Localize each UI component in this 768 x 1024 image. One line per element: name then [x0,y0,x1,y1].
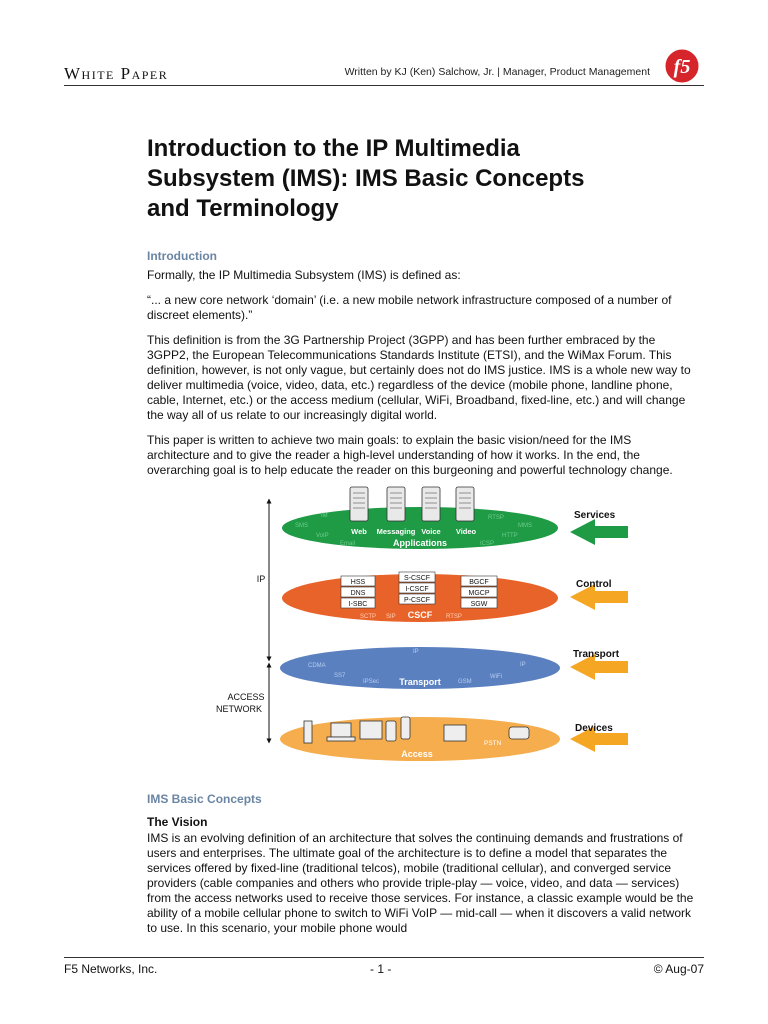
cell-tower-icon [303,720,313,744]
author-line: Written by KJ (Ken) Salchow, Jr. | Manag… [344,66,650,78]
logo-text: f5 [674,56,691,78]
protocol-cdma: CDMA [308,663,326,669]
protocol-sip: SIP [386,614,396,620]
desk-phone-icon [443,724,467,742]
header-rule [64,85,704,86]
services-arrow-icon [570,519,628,545]
box-i-sbc: I-SBC [349,601,368,608]
footer-date: © Aug-07 [653,962,704,976]
laptop-base-icon [326,736,356,742]
axis-label-ip: IP [257,574,266,584]
layer-label-applications: Applications [393,538,447,548]
server-video-icon [455,486,475,522]
title-line-2: Subsystem (IMS): IMS Basic Concepts [147,165,585,192]
protocol-ipsec: IPSec [363,679,379,685]
protocol-sctp: SCTP [360,614,376,620]
protocol-voip: VoIP [316,533,329,539]
document-type-label: White Paper [64,64,169,83]
box-dns: DNS [351,590,366,597]
mobile-phone-icon [385,720,397,742]
control-arrow-icon [570,584,628,610]
arrow-label-devices: Devices [575,723,613,734]
server-web-icon [349,486,369,522]
server-label-messaging: Messaging [377,527,416,536]
protocol-email: Email [340,541,355,547]
box-hss: HSS [351,579,366,586]
protocol-gsm: GSM [458,679,472,685]
subheading-the-vision: The Vision [147,815,208,829]
arrow-label-transport: Transport [573,649,620,660]
pstn-phone-icon [508,726,530,740]
laptop-icon [330,722,352,738]
protocol-wifi: WiFi [490,674,502,680]
box-p-cscf: P-CSCF [404,597,430,604]
layer-label-transport: Transport [399,677,441,687]
ims-architecture-diagram: IP ACCESS NETWORK SMS IM RTSP MMS VoIP H… [216,486,628,761]
box-bgcf: BGCF [469,579,488,586]
f5-logo: f5 [664,48,700,84]
layer-label-cscf: CSCF [408,610,433,620]
devices-arrow-icon [570,726,628,752]
vision-paragraph: IMS is an evolving definition of an arch… [147,831,694,935]
service-servers [349,486,475,522]
protocol-icsp: ICSP [480,541,494,547]
protocol-ss7: SS7 [334,673,346,679]
arrow-transport: Transport [570,649,628,680]
footer-company: F5 Networks, Inc. [64,962,158,976]
arrow-services: Services [570,510,628,545]
server-label-web: Web [351,527,367,536]
protocol-ip-top: IP [413,649,419,655]
server-messaging-icon [386,486,406,522]
arrow-devices: Devices [570,723,628,752]
intro-paragraph-3: This paper is written to achieve two mai… [147,433,673,477]
box-s-cscf: S-CSCF [404,575,430,582]
intro-paragraph-2: This definition is from the 3G Partnersh… [147,333,691,422]
arrow-control: Control [570,579,628,610]
footer-page-number: - 1 - [370,962,392,976]
box-mgcp: MGCP [469,590,490,597]
section-heading-introduction: Introduction [147,249,217,263]
transport-arrow-icon [570,654,628,680]
arrow-label-services: Services [574,510,616,521]
protocol-http: HTTP [502,533,518,539]
protocol-rtsp-control: RTSP [446,614,462,620]
box-sgw: SGW [471,601,488,608]
server-label-voice: Voice [421,527,440,536]
pda-icon [400,716,411,740]
intro-quote: “... a new core network ‘domain’ (i.e. a… [147,293,672,322]
protocol-mms: MMS [518,523,532,529]
protocol-rtsp: RTSP [488,515,504,521]
transport-ellipse [280,647,560,689]
protocol-im: IM [321,513,328,519]
section-heading-ims-basic-concepts: IMS Basic Concepts [147,792,262,806]
protocol-pstn: PSTN [484,740,502,747]
axis-label-access: ACCESS [227,692,264,702]
device-icons [303,716,530,744]
title-line-3: and Terminology [147,195,339,222]
footer-rule [64,957,704,958]
protocol-sms: SMS [295,523,308,529]
monitor-icon [359,720,383,740]
layer-label-access: Access [401,749,433,759]
box-i-cscf: I-CSCF [405,586,428,593]
arrow-label-control: Control [576,579,612,590]
intro-paragraph-1: Formally, the IP Multimedia Subsystem (I… [147,268,461,282]
server-voice-icon [421,486,441,522]
server-label-video: Video [456,527,477,536]
axis-label-network: NETWORK [216,704,262,714]
title-line-1: Introduction to the IP Multimedia [147,135,520,162]
protocol-ip-right: IP [520,662,526,668]
page-title: Introduction to the IP Multimedia Subsys… [147,134,667,224]
